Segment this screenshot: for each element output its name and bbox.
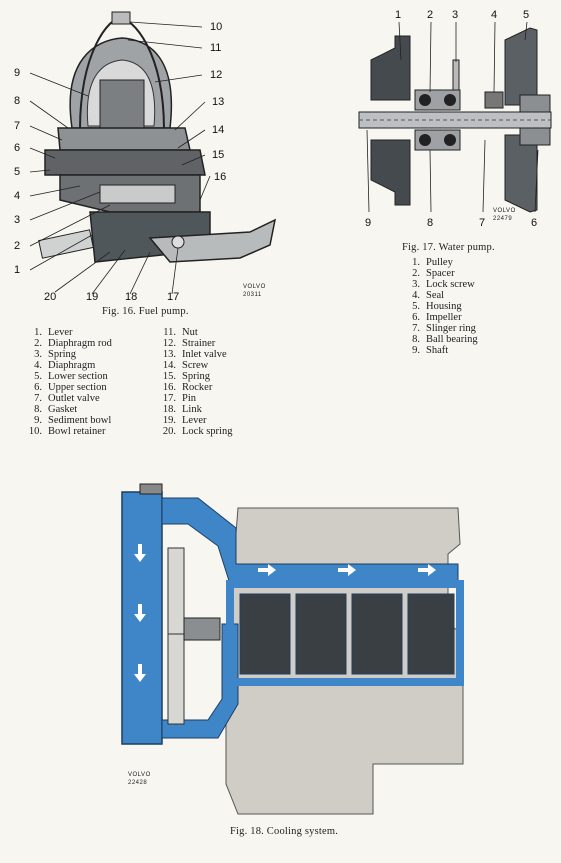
fig18-stamp-number: 22428 <box>128 780 147 786</box>
fig16-callout-16: 16 <box>214 171 226 183</box>
fig16-callout-1: 1 <box>14 264 20 276</box>
fig16-legend-left: 1.Lever 2.Diaphragm rod 3.Spring 4.Diaph… <box>28 327 112 437</box>
water-pump-illustration: 1 2 3 4 5 6 7 8 9 VOLVO 22479 <box>358 9 552 229</box>
fig17-callout-2: 2 <box>427 9 433 21</box>
fig16-callout-3: 3 <box>14 214 20 226</box>
fig18-stamp-brand: VOLVO <box>128 772 151 778</box>
fig16-callout-9: 9 <box>14 67 20 79</box>
fig17-callout-9: 9 <box>365 217 371 229</box>
fig17-callout-3: 3 <box>452 9 458 21</box>
fig17-callout-5: 5 <box>523 9 529 21</box>
fig16-legend-right: 11.Nut 12.Strainer 13.Inlet valve 14.Scr… <box>162 327 233 437</box>
fig16-stamp-brand: VOLVO <box>243 284 266 290</box>
fig16-callout-6: 6 <box>14 142 20 154</box>
fig16-callout-2: 2 <box>14 240 20 252</box>
fig17-stamp-number: 22479 <box>493 216 512 222</box>
fig17-callout-8: 8 <box>427 217 433 229</box>
fig16-callout-4: 4 <box>14 190 20 202</box>
fig16-stamp-number: 20311 <box>243 292 262 298</box>
fig16-callout-12: 12 <box>210 69 222 81</box>
fig16-callout-5: 5 <box>14 166 20 178</box>
fig17-callout-6: 6 <box>531 217 537 229</box>
fig16-callout-13: 13 <box>212 96 224 108</box>
fig16-callout-8: 8 <box>14 95 20 107</box>
fig16-callout-15: 15 <box>212 149 224 161</box>
fig17-callout-4: 4 <box>491 9 497 21</box>
fuel-pump-illustration: 10 11 12 13 14 15 16 9 8 7 6 5 4 3 2 1 2… <box>14 11 277 303</box>
fig16-callout-7: 7 <box>14 120 20 132</box>
fig16-caption: Fig. 16. Fuel pump. <box>102 306 189 317</box>
fig16-callout-11: 11 <box>210 42 221 54</box>
fig17-callout-7: 7 <box>479 217 485 229</box>
fig17-callout-1: 1 <box>395 9 401 21</box>
fig16-callout-14: 14 <box>212 124 224 136</box>
fig18-caption: Fig. 18. Cooling system. <box>230 826 339 837</box>
fig16-callout-20: 20 <box>44 291 56 303</box>
fig17-stamp-brand: VOLVO <box>493 208 516 214</box>
fig16-callout-18: 18 <box>125 291 137 303</box>
cooling-system-illustration: VOLVO 22428 <box>121 483 464 815</box>
fig16-callout-10: 10 <box>210 21 222 33</box>
fig17-caption: Fig. 17. Water pump. <box>402 242 495 253</box>
fig17-legend: 1.Pulley 2.Spacer 3.Lock screw 4.Seal 5.… <box>412 257 478 356</box>
fig16-callout-17: 17 <box>167 291 179 303</box>
fig16-callout-19: 19 <box>86 291 98 303</box>
